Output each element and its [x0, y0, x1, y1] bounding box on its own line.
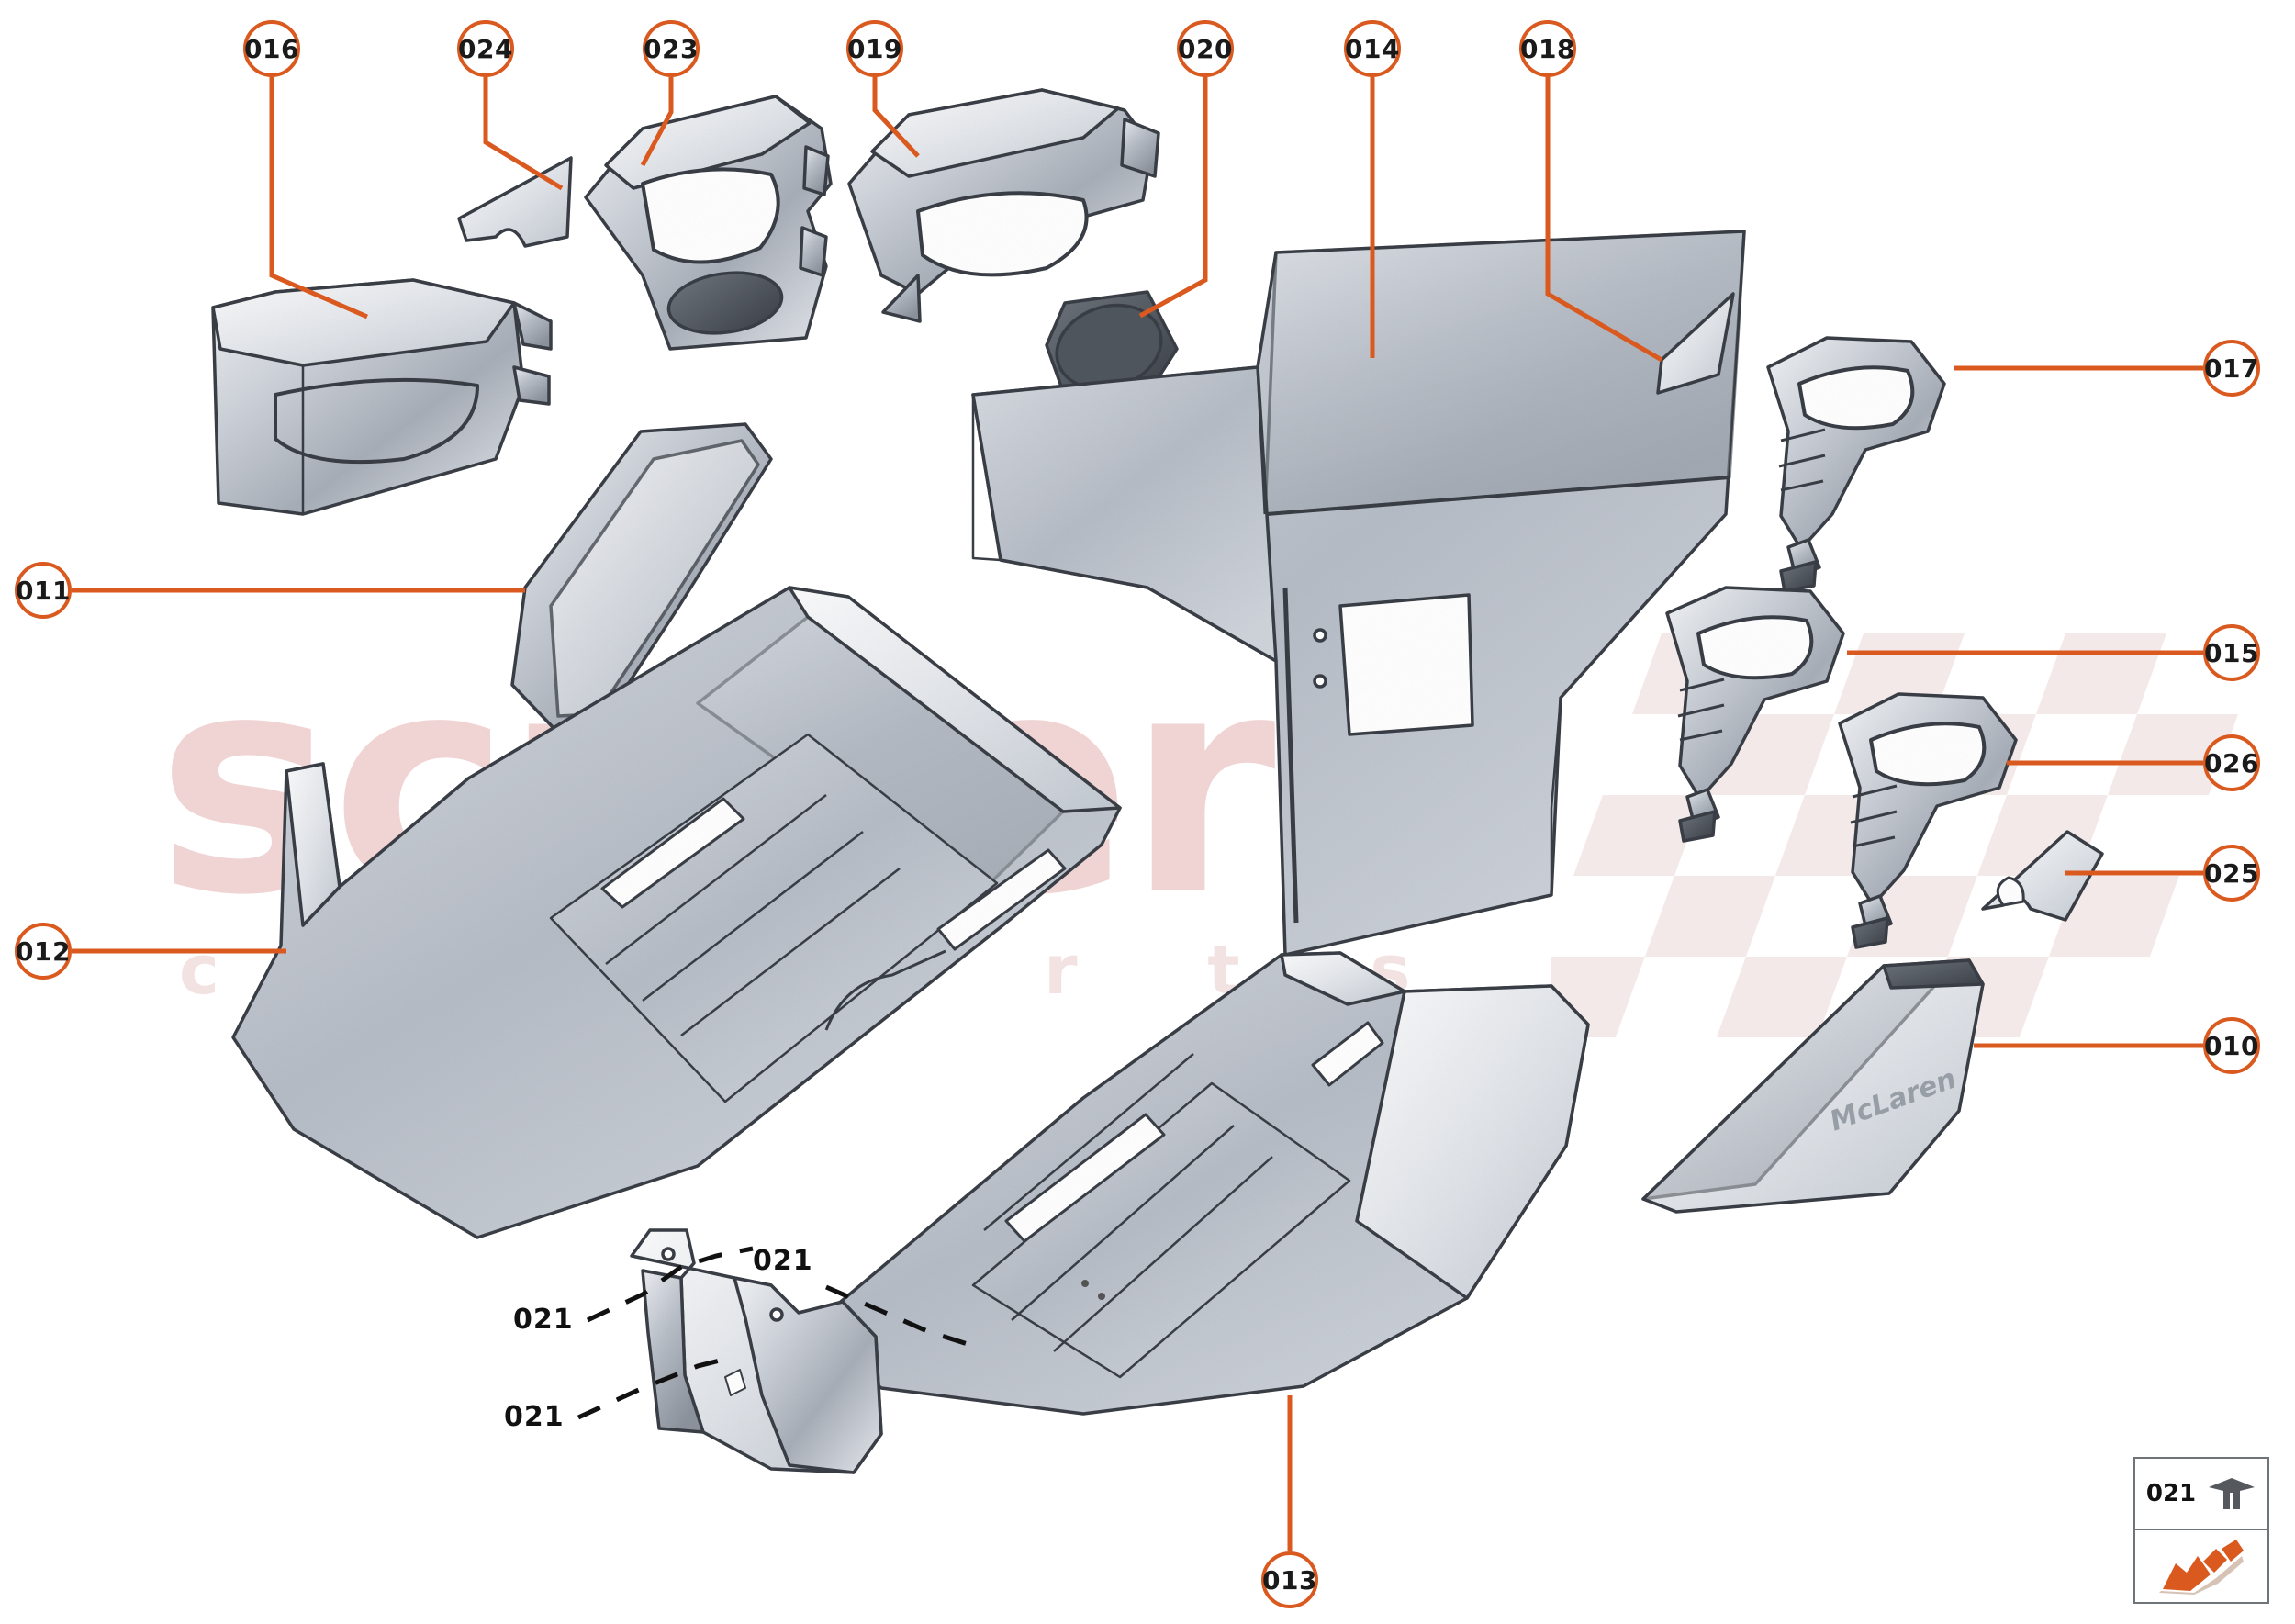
- callout-017-label: 017: [2204, 353, 2259, 384]
- callout-010-label: 010: [2204, 1030, 2259, 1061]
- callout-016-label: 016: [244, 33, 299, 64]
- callout-014-label: 014: [1345, 33, 1400, 64]
- leader-016: [269, 77, 368, 319]
- leader-020: [1138, 77, 1208, 319]
- callout-020-label: 020: [1178, 33, 1233, 64]
- callout-013[interactable]: 013: [1261, 1551, 1318, 1608]
- clip-fastener-icon: [2209, 1478, 2256, 1509]
- legend-box: 021: [2133, 1457, 2269, 1604]
- callout-026-label: 026: [2204, 747, 2259, 778]
- callout-016[interactable]: 016: [243, 20, 300, 77]
- leader-018: [1545, 77, 1663, 363]
- callout-015-label: 015: [2204, 637, 2259, 668]
- callout-023-label: 023: [644, 33, 699, 64]
- callout-010[interactable]: 010: [2203, 1017, 2260, 1074]
- callout-015[interactable]: 015: [2203, 624, 2260, 681]
- dashed-label-021-b[interactable]: 021: [504, 1401, 565, 1433]
- dashed-leader-021-b: [577, 1354, 735, 1420]
- callout-012-label: 012: [16, 935, 71, 967]
- leader-019: [872, 77, 920, 158]
- callout-020[interactable]: 020: [1177, 20, 1234, 77]
- dashed-leader-021-c: [825, 1284, 974, 1349]
- callout-017[interactable]: 017: [2203, 340, 2260, 397]
- callout-013-label: 013: [1262, 1564, 1317, 1596]
- callout-025-label: 025: [2204, 857, 2259, 889]
- legend-clip-row[interactable]: 021: [2135, 1459, 2267, 1530]
- callout-011[interactable]: 011: [15, 562, 72, 619]
- callout-019[interactable]: 019: [846, 20, 903, 77]
- callout-011-label: 011: [16, 575, 71, 606]
- callout-023[interactable]: 023: [643, 20, 700, 77]
- callout-018-label: 018: [1520, 33, 1575, 64]
- leader-023: [640, 77, 674, 167]
- callout-024-label: 024: [458, 33, 513, 64]
- dashed-leader-021-a: [586, 1246, 754, 1323]
- orange-layers-arrow-icon: [2159, 1540, 2244, 1595]
- callout-025[interactable]: 025: [2203, 845, 2260, 902]
- legend-part-number: 021: [2145, 1480, 2197, 1507]
- dashed-label-021-a[interactable]: 021: [513, 1304, 574, 1336]
- callout-024[interactable]: 024: [457, 20, 514, 77]
- legend-layers-row[interactable]: [2135, 1530, 2267, 1602]
- callout-019-label: 019: [847, 33, 902, 64]
- callout-014[interactable]: 014: [1344, 20, 1401, 77]
- callout-012[interactable]: 012: [15, 923, 72, 980]
- callout-026[interactable]: 026: [2203, 734, 2260, 791]
- leader-024: [483, 77, 564, 191]
- dashed-label-021-c[interactable]: 021: [753, 1245, 813, 1277]
- callout-018[interactable]: 018: [1519, 20, 1576, 77]
